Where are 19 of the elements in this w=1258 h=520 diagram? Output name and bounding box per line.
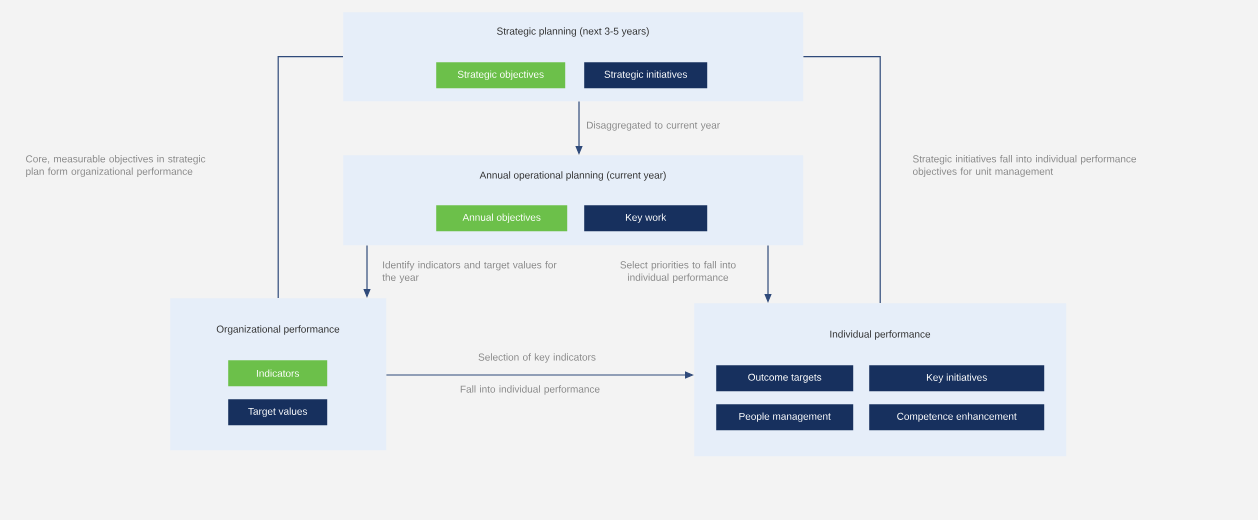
item-box: Competence enhancement — [869, 404, 1045, 431]
item-box: Indicators — [228, 360, 328, 387]
edge-label: Selection of key indicators — [478, 353, 596, 363]
item-box: Strategic objectives — [436, 62, 566, 89]
item-box: Target values — [228, 399, 328, 426]
edge-label: Disaggregated to current year — [587, 121, 720, 131]
item-box: Key work — [584, 205, 708, 232]
edge-label: Select priorities to fall into individual performance — [620, 261, 736, 283]
item-box: People management — [716, 404, 854, 431]
item-box: Annual objectives — [436, 205, 568, 232]
item-box: Key initiatives — [869, 365, 1045, 392]
connector-line — [277, 56, 344, 299]
note-text: Strategic initiatives fall into individual performance objectives for unit management — [912, 155, 1137, 177]
note-text: Fall into individual performance — [460, 385, 600, 395]
note-text: Core, measurable objectives in strategic plan form organizational performance — [26, 155, 206, 177]
connector-line — [802, 56, 881, 304]
item-box: Outcome targets — [716, 365, 854, 392]
edge-label: Identify indicators and target values for the year — [382, 261, 557, 283]
item-box: Strategic initiatives — [584, 62, 708, 89]
